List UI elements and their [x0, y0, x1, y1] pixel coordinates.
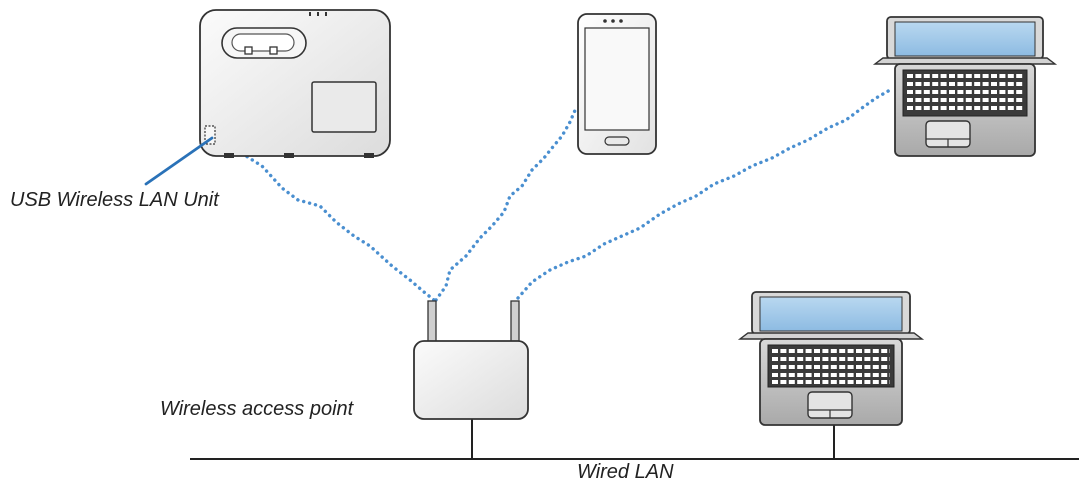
wireless-laptop-icon: [872, 16, 1058, 157]
wifi-link-projector: [212, 139, 436, 302]
usb-pointer: [144, 136, 214, 186]
smartphone-icon: [577, 13, 657, 155]
usb-wireless-lan-label: USB Wireless LAN Unit: [10, 189, 219, 211]
wifi-link-laptop: [516, 88, 892, 300]
wired-lan: [190, 418, 1079, 460]
usb-wireless-lan-icon: [204, 125, 216, 145]
wired-laptop-icon: [737, 291, 925, 426]
access-point-label: Wireless access point: [160, 398, 354, 420]
access-point-icon: [413, 300, 529, 420]
wired-lan-label: Wired LAN: [577, 461, 674, 483]
wireless-links: [212, 88, 892, 302]
wifi-link-phone: [434, 106, 578, 302]
projector-icon: [199, 9, 391, 158]
